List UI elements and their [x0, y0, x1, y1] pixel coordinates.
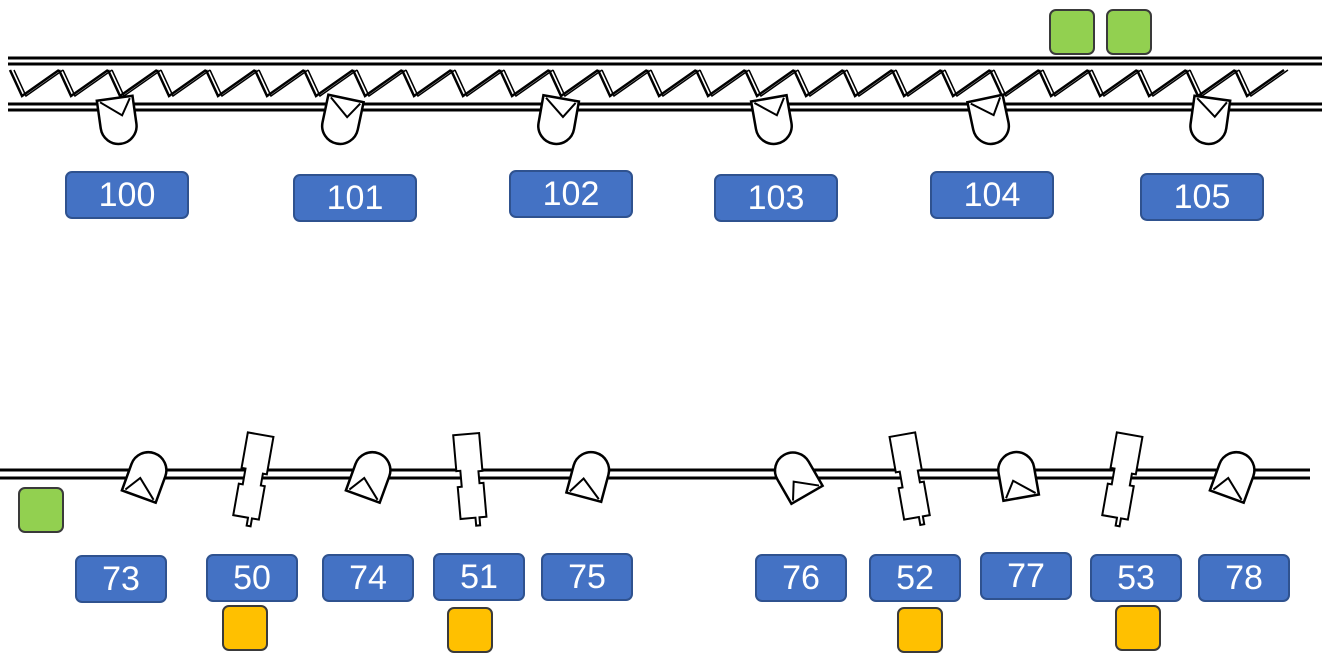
truss-web [1233, 68, 1285, 98]
strip-fixture-52 [888, 431, 931, 527]
truss-web-inner [1238, 69, 1289, 98]
channel-label-101: 101 [293, 174, 417, 222]
truss-web [841, 68, 893, 98]
channel-label-74: 74 [322, 554, 414, 602]
truss-web-inner [601, 69, 652, 98]
truss-web-inner [258, 69, 309, 98]
yellow-marker-51 [447, 607, 493, 653]
channel-label-78: 78 [1198, 554, 1290, 602]
spot-fixture-103 [749, 93, 793, 146]
channel-label-52: 52 [869, 554, 961, 602]
truss-web [253, 68, 305, 98]
truss-web-inner [1140, 69, 1191, 98]
truss-web [743, 68, 795, 98]
green-marker-left [18, 487, 64, 533]
truss-web [939, 68, 991, 98]
spot-fixture-78 [1208, 451, 1256, 505]
spot-fixture-101 [320, 93, 366, 146]
truss-web [449, 68, 501, 98]
channel-label-73: 73 [75, 555, 167, 603]
spot-fixture-105 [1189, 94, 1232, 146]
strip-fixture-50 [232, 431, 275, 528]
channel-label-50: 50 [206, 554, 298, 602]
truss-web [792, 68, 844, 98]
truss-web [988, 68, 1040, 98]
green-marker-top-2 [1106, 9, 1152, 55]
truss-web [547, 68, 599, 98]
strip-fixture-51 [452, 431, 488, 527]
truss-web-inner [307, 69, 358, 98]
lower-pipe-fixtures [120, 431, 1256, 528]
truss-web-inner [797, 69, 848, 98]
channel-label-104: 104 [930, 171, 1054, 219]
truss-web-inner [944, 69, 995, 98]
truss-web-inner [62, 69, 113, 98]
channel-label-51: 51 [433, 553, 525, 601]
truss-web [8, 68, 60, 98]
channel-label-105: 105 [1140, 173, 1264, 221]
truss-web-inner [160, 69, 211, 98]
spot-fixture-102 [537, 93, 581, 146]
truss-web [57, 68, 109, 98]
truss-web [1086, 68, 1138, 98]
truss-web-inner [993, 69, 1044, 98]
green-marker-top-1 [1049, 9, 1095, 55]
yellow-marker-52 [897, 607, 943, 653]
channel-label-53: 53 [1090, 554, 1182, 602]
truss-web-inner [209, 69, 260, 98]
spot-fixture-73 [120, 451, 168, 505]
channel-label-75: 75 [541, 553, 633, 601]
truss-web [204, 68, 256, 98]
truss-web-inner [846, 69, 897, 98]
channel-label-76: 76 [755, 554, 847, 602]
spot-fixture-75 [564, 450, 611, 504]
channel-label-100: 100 [65, 171, 189, 219]
truss-web-inner [1091, 69, 1142, 98]
truss-web-inner [503, 69, 554, 98]
truss-web [302, 68, 354, 98]
lower-pipe [0, 468, 1310, 480]
truss-web-inner [650, 69, 701, 98]
truss-web-inner [748, 69, 799, 98]
spot-fixture-76 [773, 451, 825, 506]
truss-web-inner [454, 69, 505, 98]
truss-web [498, 68, 550, 98]
upper-truss [8, 56, 1322, 112]
truss-web-inner [895, 69, 946, 98]
truss-web [400, 68, 452, 98]
yellow-marker-50 [222, 605, 268, 651]
yellow-marker-53 [1115, 605, 1161, 651]
truss-web [106, 68, 158, 98]
truss-web [694, 68, 746, 98]
spot-fixture-100 [95, 94, 138, 146]
truss-web-inner [1042, 69, 1093, 98]
truss-web-inner [405, 69, 456, 98]
truss-web [645, 68, 697, 98]
spot-fixture-104 [965, 93, 1011, 146]
truss-web-inner [699, 69, 750, 98]
channel-label-103: 103 [714, 174, 838, 222]
strip-fixture-53 [1101, 431, 1144, 528]
channel-label-102: 102 [509, 170, 633, 218]
channel-label-77: 77 [980, 552, 1072, 600]
truss-web-inner [552, 69, 603, 98]
upper-truss-fixtures [95, 93, 1232, 146]
truss-web [890, 68, 942, 98]
truss-web [155, 68, 207, 98]
truss-web-inner [356, 69, 407, 98]
truss-web [351, 68, 403, 98]
truss-web-inner [13, 69, 64, 98]
spot-fixture-77 [997, 450, 1041, 503]
truss-web [1135, 68, 1187, 98]
truss-web [596, 68, 648, 98]
spot-fixture-74 [344, 451, 392, 505]
truss-web [1037, 68, 1089, 98]
truss-web [1184, 68, 1236, 98]
